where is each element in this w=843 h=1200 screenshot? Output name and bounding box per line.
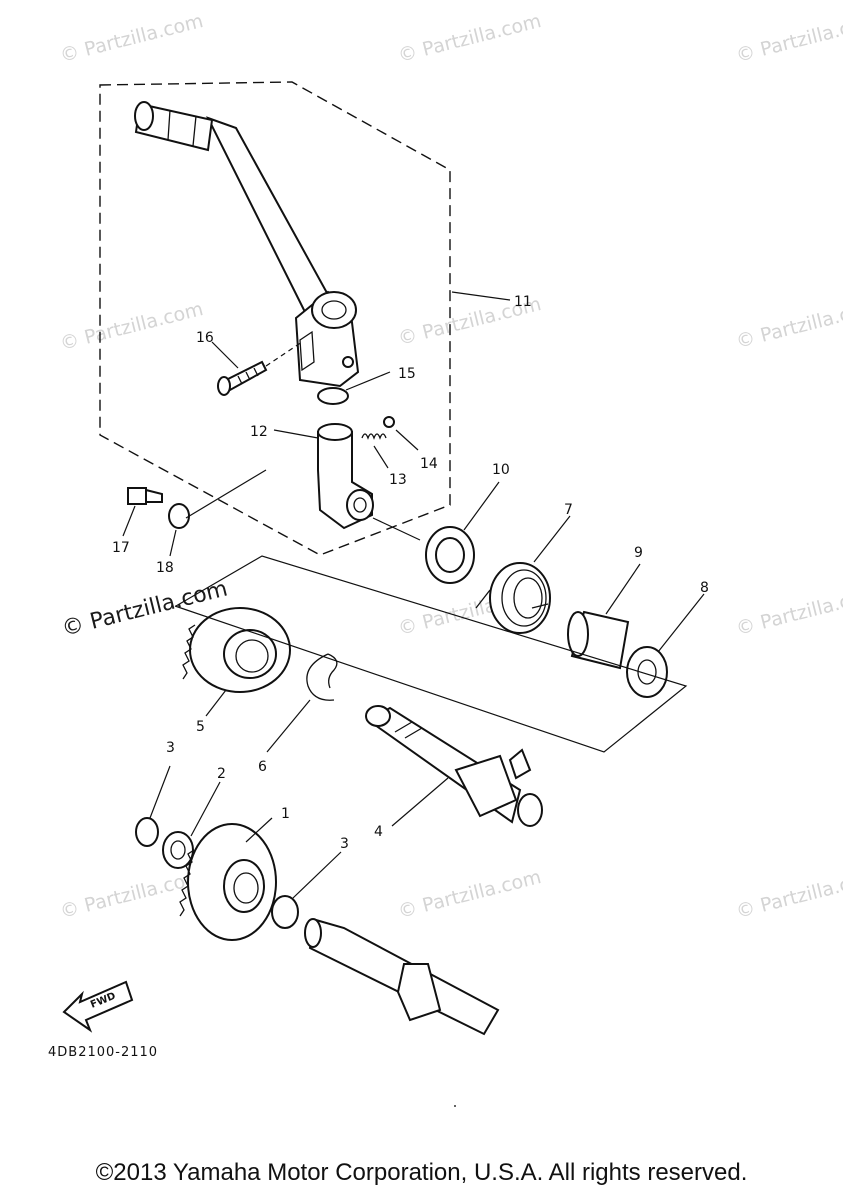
kick-axle <box>365 705 543 827</box>
watermark: © Partzilla.com <box>734 866 843 923</box>
callout-4: 4 <box>374 824 383 840</box>
callout-10: 10 <box>492 462 510 478</box>
torsion-spring <box>475 562 551 634</box>
spring-and-ball <box>361 416 395 440</box>
washer-18 <box>168 503 190 529</box>
watermark: © Partzilla.com <box>734 296 843 353</box>
callout-8: 8 <box>700 580 709 596</box>
watermark: © Partzilla.com <box>396 10 544 67</box>
watermark: © Partzilla.com <box>734 583 843 640</box>
kick-gear <box>179 823 277 941</box>
watermark: © Partzilla.com <box>58 10 206 67</box>
o-ring <box>317 387 349 405</box>
diagram-code: 4DB2100-2110 <box>48 1045 158 1060</box>
callout-13: 13 <box>389 472 407 488</box>
callout-9: 9 <box>634 545 643 561</box>
circlip-3-left <box>135 817 159 847</box>
bolt-17 <box>127 487 163 505</box>
callout-3-left: 3 <box>166 740 175 756</box>
bolt-16 <box>217 341 303 396</box>
callout-16: 16 <box>196 330 214 346</box>
callout-14: 14 <box>420 456 438 472</box>
group-bracket-line <box>174 469 688 753</box>
copyright-footer: ©2013 Yamaha Motor Corporation, U.S.A. A… <box>95 1159 748 1186</box>
kick-boss <box>317 423 374 530</box>
watermark: © Partzilla.com <box>58 298 206 355</box>
callout-7: 7 <box>564 502 573 518</box>
leader-lines <box>122 291 705 899</box>
main-shaft <box>304 918 500 1036</box>
callout-12: 12 <box>250 424 268 440</box>
callout-3-right: 3 <box>340 836 349 852</box>
callout-11: 11 <box>514 294 532 310</box>
callout-18: 18 <box>156 560 174 576</box>
fwd-arrow-icon: FWD <box>62 980 134 1033</box>
watermark: © Partzilla.com <box>734 10 843 67</box>
callout-1: 1 <box>281 806 290 822</box>
oil-seal <box>425 526 475 584</box>
spring-guide <box>567 610 630 670</box>
watermark: © Partzilla.com <box>58 866 206 923</box>
kick-crank <box>134 101 360 388</box>
callouts: 1 2 3 3 4 5 6 7 8 9 10 11 12 13 14 15 16… <box>112 294 709 852</box>
callout-5: 5 <box>196 719 205 735</box>
callout-6: 6 <box>258 759 267 775</box>
washer-2 <box>162 831 194 869</box>
kick-crank-assembly-outline <box>99 81 451 556</box>
washer-8 <box>626 646 668 698</box>
callout-17: 17 <box>112 540 130 556</box>
ratchet-wheel <box>182 607 291 693</box>
stray-dot <box>454 1105 456 1107</box>
callout-2: 2 <box>217 766 226 782</box>
circlip <box>306 653 338 701</box>
watermark: © Partzilla.com <box>396 866 544 923</box>
callout-15: 15 <box>398 366 416 382</box>
circlip-3-right <box>271 895 299 929</box>
